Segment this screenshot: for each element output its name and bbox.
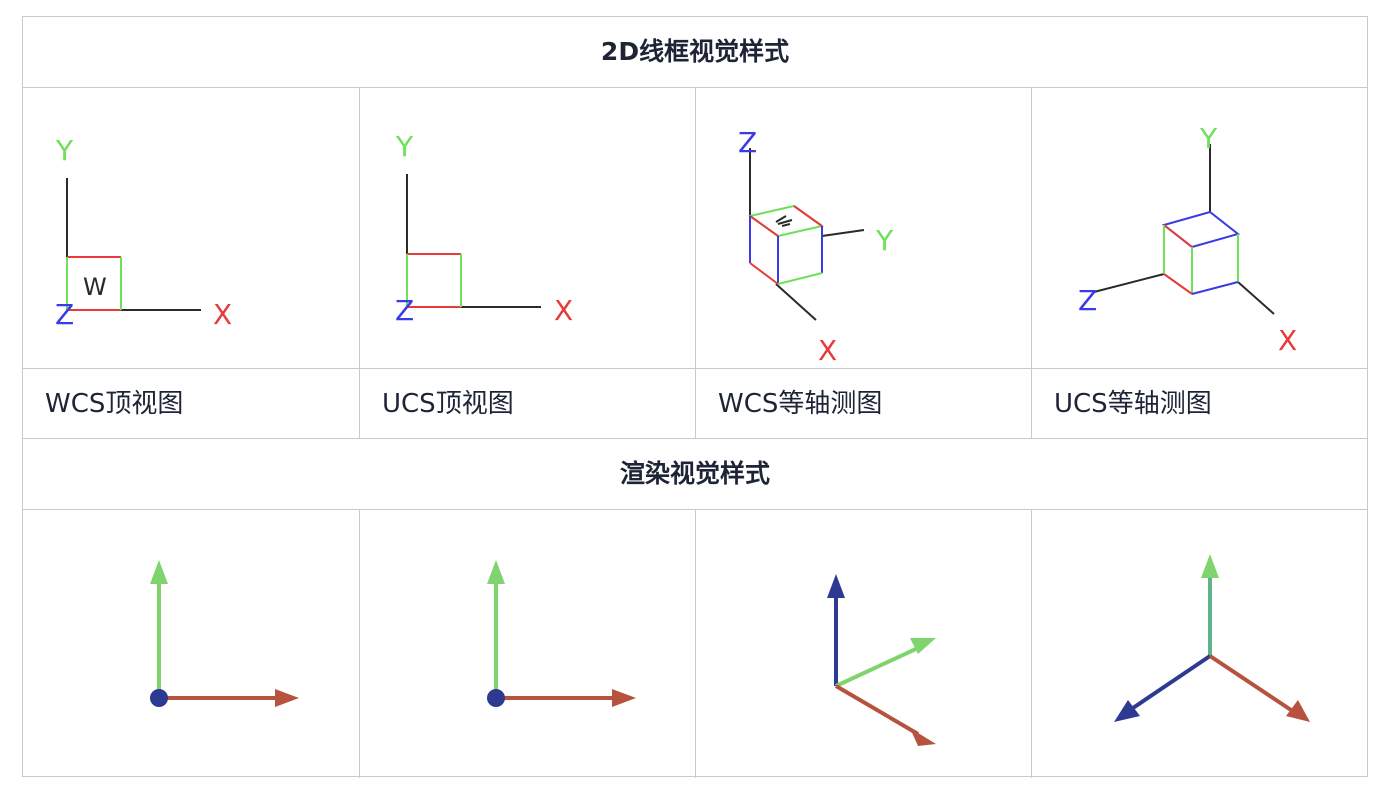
z-axis-dot-icon [150, 689, 168, 707]
ucs-top-rendered [360, 510, 696, 776]
y-axis-label: Y [875, 224, 894, 257]
rendered-section-title: 渲染视觉样式 [619, 459, 770, 488]
x-arrow-icon [1286, 700, 1310, 722]
y-axis-label: Y [395, 130, 414, 163]
caption-wcs-top: WCS顶视图 [45, 389, 184, 419]
caption-ucs-isometric: UCS等轴测图 [1054, 389, 1212, 419]
visual-style-table: 2D线框视觉样式 Y X Z W Y X Z [22, 16, 1368, 778]
wcs-isometric-rendered [696, 510, 1032, 776]
x-arrow-icon [275, 689, 299, 707]
ucs-isometric-wireframe: Y Z X [1032, 88, 1368, 368]
caption-ucs-top: UCS顶视图 [382, 389, 514, 419]
x-axis-label: X [213, 298, 232, 331]
z-axis-label: Z [55, 298, 74, 331]
y-axis-label: Y [1199, 122, 1218, 155]
x-arrow-icon [612, 689, 636, 707]
z-axis-label: Z [1078, 284, 1097, 317]
wcs-isometric-wireframe: Z Y X [696, 88, 1032, 368]
wireframe-section-title: 2D线框视觉样式 [600, 37, 790, 66]
wcs-top-rendered [23, 510, 359, 776]
y-arrow-icon [910, 638, 936, 654]
y-axis-label: Y [55, 134, 74, 167]
x-axis-label: X [1278, 324, 1297, 357]
y-arrow-icon [1201, 554, 1219, 578]
z-arrow-icon [1114, 700, 1140, 722]
x-axis-label: X [818, 334, 837, 367]
z-axis-label: Z [738, 126, 757, 159]
wcs-top-wireframe: Y X Z W [23, 88, 359, 368]
y-arrow-icon [150, 560, 168, 584]
x-arrow-icon [910, 728, 936, 746]
y-arrow-icon [487, 560, 505, 584]
ucs-top-wireframe: Y X Z [360, 88, 696, 368]
x-axis-label: X [554, 294, 573, 327]
caption-wcs-isometric: WCS等轴测图 [718, 389, 883, 419]
w-marker-label: W [83, 273, 107, 301]
z-arrow-icon [827, 574, 845, 598]
z-axis-label: Z [395, 294, 414, 327]
z-axis-dot-icon [487, 689, 505, 707]
ucs-isometric-rendered [1032, 510, 1368, 776]
